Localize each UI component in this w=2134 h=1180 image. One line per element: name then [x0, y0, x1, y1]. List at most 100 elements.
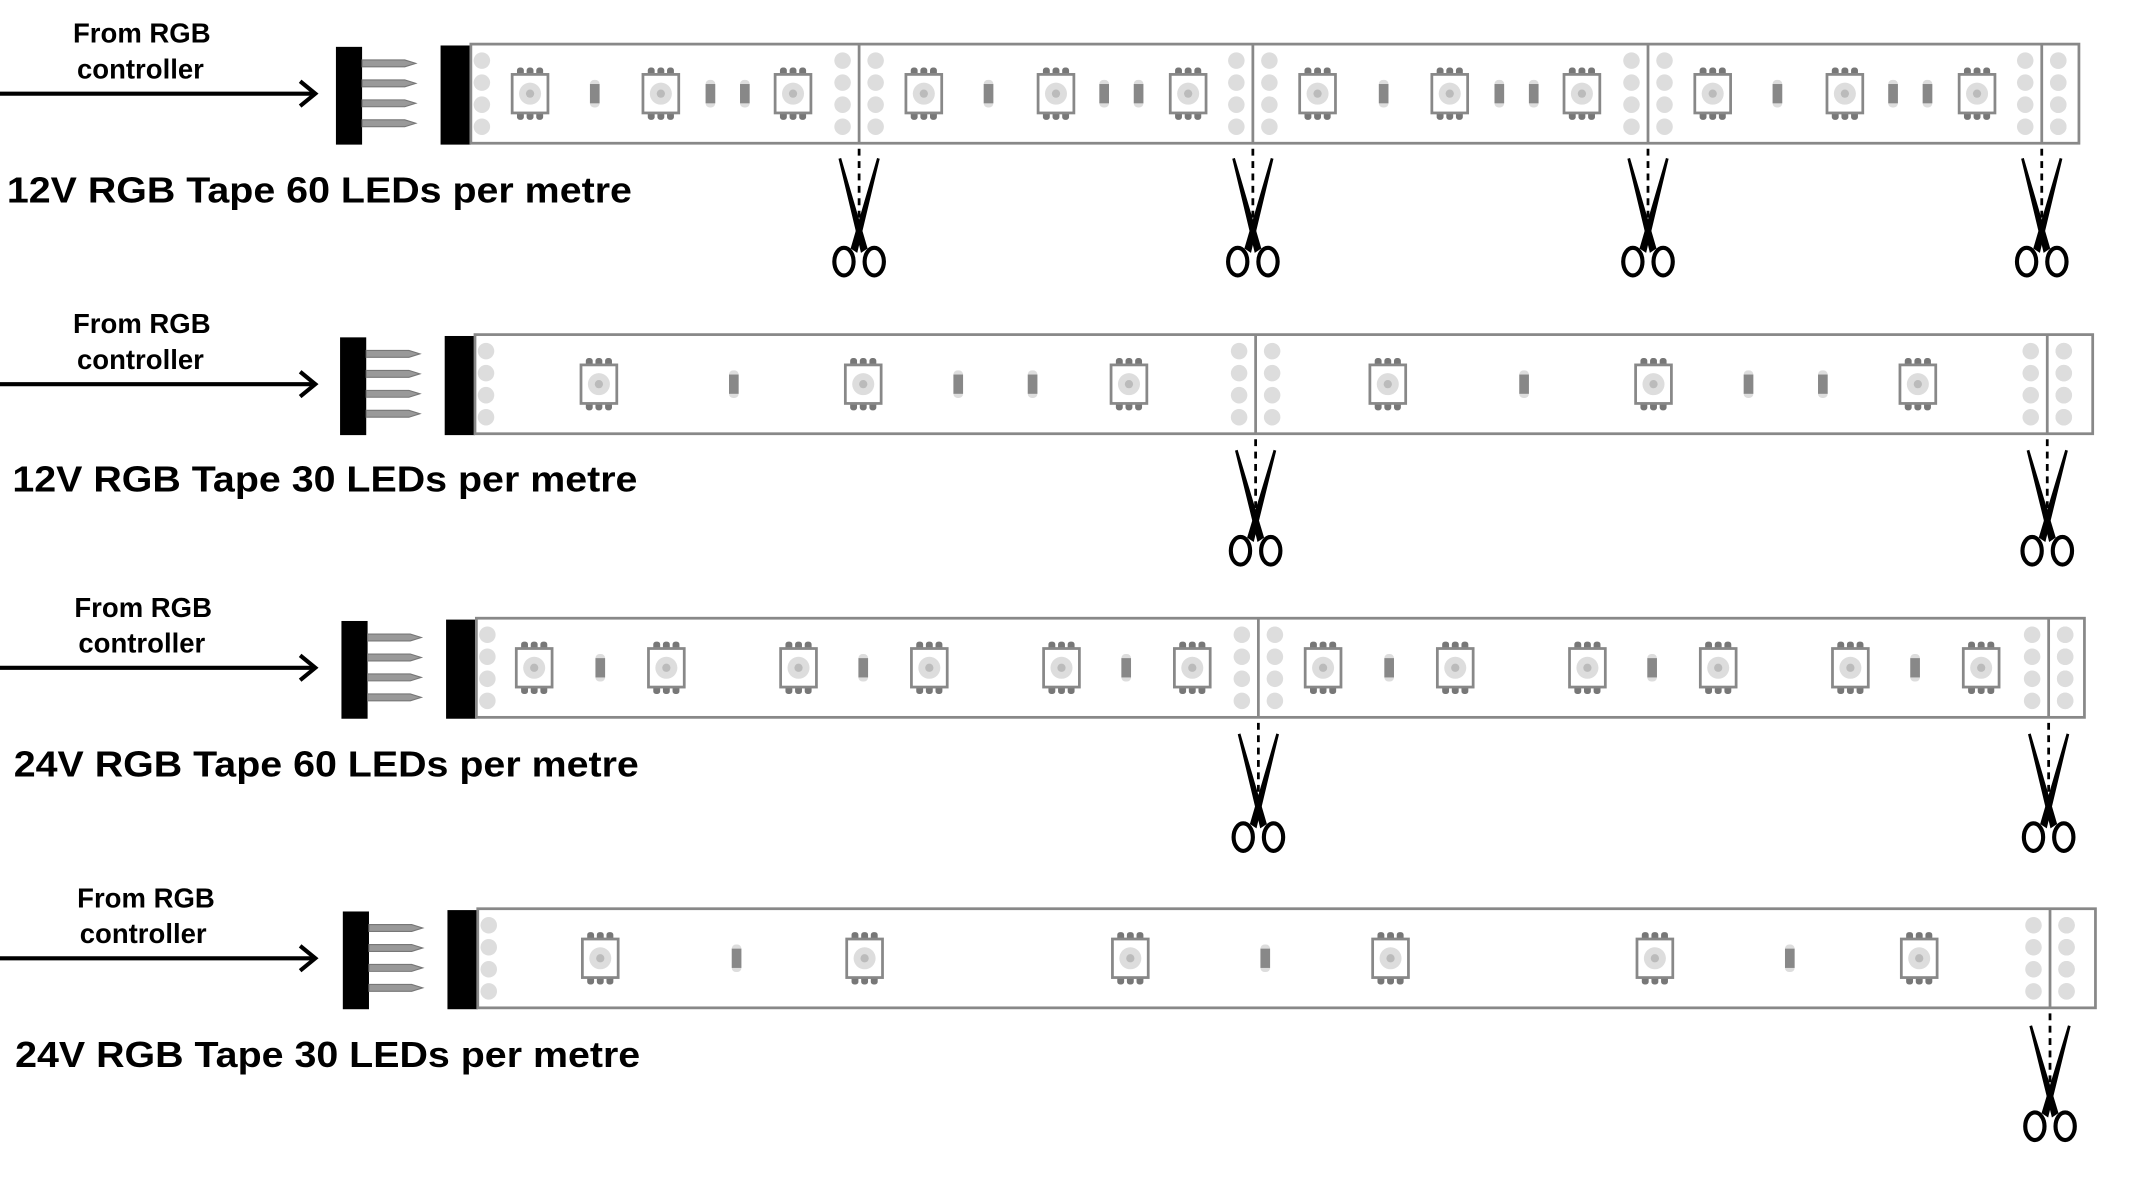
- resistor: [1099, 79, 1109, 108]
- connector-pin: [361, 99, 418, 108]
- solder-pad: [1656, 52, 1673, 69]
- resistor: [1888, 79, 1898, 108]
- led-die: [1913, 380, 1922, 389]
- resistor-body: [731, 948, 742, 968]
- solder-pad: [477, 386, 495, 404]
- led-die: [1840, 89, 1850, 98]
- resistor-body: [1099, 84, 1109, 104]
- scissor-handle: [1259, 534, 1283, 567]
- solder-pad: [1263, 408, 1281, 426]
- led-die: [859, 380, 868, 389]
- smd-led-chip: [1634, 358, 1673, 411]
- arrow-head-icon: [298, 79, 319, 108]
- led-die: [1451, 663, 1460, 672]
- solder-pad: [477, 364, 495, 382]
- solder-pad: [1261, 52, 1278, 69]
- resistor-body: [1133, 84, 1144, 104]
- led-die: [860, 954, 869, 963]
- connector-pin: [368, 924, 425, 932]
- solder-pad: [1228, 118, 1245, 135]
- source-label: From RGB: [74, 592, 212, 623]
- smd-led-chip: [1957, 67, 1997, 120]
- resistor: [589, 79, 600, 108]
- resistor: [1784, 944, 1795, 973]
- solder-pad: [477, 408, 495, 426]
- smd-led-chip: [1430, 67, 1470, 120]
- smd-led-chip: [1298, 67, 1337, 120]
- solder-pad: [1266, 648, 1284, 666]
- connector-plug: [335, 46, 363, 145]
- solder-pad: [2016, 96, 2034, 113]
- connector-socket: [447, 910, 478, 1010]
- solder-pad: [1230, 386, 1248, 404]
- scissor-handle: [2045, 245, 2069, 278]
- led-body: [1042, 647, 1081, 689]
- smd-led-chip: [1693, 67, 1732, 120]
- resistor-body: [1027, 374, 1038, 394]
- solder-pad: [2055, 386, 2073, 404]
- source-label: From RGB: [73, 18, 211, 49]
- smd-led-chip: [845, 932, 884, 985]
- led-body: [1371, 937, 1410, 979]
- solder-pad: [1656, 118, 1673, 135]
- scissor-handle: [1256, 245, 1280, 278]
- led-body: [1825, 73, 1865, 115]
- connector-pin: [368, 983, 425, 992]
- led-die: [1708, 89, 1717, 98]
- resistor: [858, 654, 869, 682]
- connector-pin: [365, 349, 422, 358]
- solder-pad: [1233, 670, 1251, 688]
- led-body: [647, 647, 686, 689]
- led-die: [1650, 954, 1660, 963]
- solder-pad: [2025, 961, 2042, 978]
- smd-led-chip: [1111, 932, 1150, 985]
- solder-pad: [2023, 648, 2041, 666]
- scissors-icon: [1226, 148, 1280, 278]
- solder-pad: [2055, 364, 2073, 382]
- solder-pad: [867, 52, 884, 69]
- scissor-handle: [2020, 534, 2044, 567]
- connector-pin: [365, 389, 422, 398]
- connector-pin: [367, 693, 424, 702]
- resistor-body: [1378, 84, 1389, 104]
- scissors-icon: [1621, 148, 1675, 278]
- scissors-icon: [2020, 439, 2075, 567]
- led-die: [1577, 89, 1587, 98]
- scissors-icon: [2021, 722, 2076, 853]
- resistor-body: [1743, 374, 1754, 394]
- led-die: [1583, 663, 1592, 672]
- resistor: [1260, 944, 1271, 973]
- solder-pad: [2058, 916, 2075, 934]
- led-die: [1313, 89, 1322, 98]
- led-body: [1298, 73, 1337, 115]
- scissor-handle: [1231, 821, 1255, 853]
- solder-pad: [1230, 342, 1248, 360]
- solder-pad: [2050, 118, 2067, 135]
- smd-led-chip: [904, 67, 944, 120]
- scissor-handle: [2050, 534, 2075, 567]
- strip-title: 12V RGB Tape 30 LEDs per metre: [12, 460, 637, 500]
- solder-pad: [473, 52, 491, 69]
- resistor: [953, 370, 964, 398]
- scissor-handle: [2053, 1110, 2077, 1143]
- connector-pin: [367, 653, 424, 662]
- resistor-body: [705, 84, 716, 104]
- smd-led-chip: [647, 641, 686, 694]
- led-die: [1386, 954, 1395, 963]
- connector-pin: [361, 79, 418, 88]
- smd-led-chip: [1568, 641, 1607, 694]
- resistor: [1378, 79, 1389, 108]
- scissor-handle: [1621, 245, 1645, 278]
- resistor-body: [595, 658, 606, 678]
- led-die: [1383, 380, 1392, 389]
- solder-pad: [480, 961, 498, 978]
- smd-led-chip: [510, 67, 550, 120]
- led-tape-strip: [0, 616, 2086, 853]
- smd-led-chip: [1435, 641, 1475, 694]
- solder-pad: [480, 983, 498, 1000]
- connector-pin: [361, 59, 418, 68]
- resistor: [740, 79, 750, 108]
- resistor-body: [1784, 948, 1795, 968]
- resistor-body: [1647, 658, 1657, 678]
